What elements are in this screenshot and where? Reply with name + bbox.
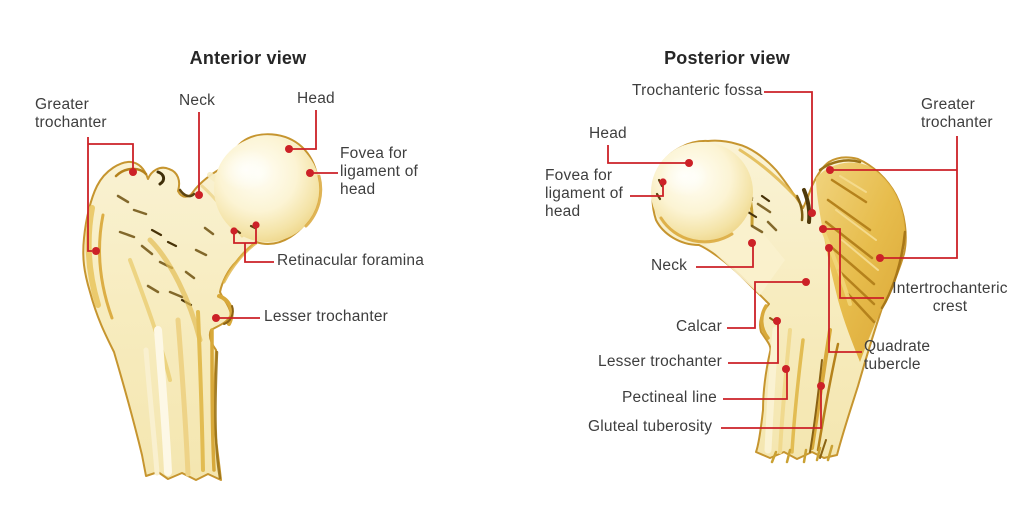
leader-trochanteric-fossa <box>764 91 816 217</box>
anterior-head-rim-shading <box>304 174 323 228</box>
leader-anterior-head <box>285 110 317 153</box>
leader-anterior-lesser-trochanter <box>212 314 260 322</box>
anterior-femoral-head <box>214 136 320 242</box>
leader-anterior-retinacular-foramina <box>230 221 274 263</box>
leader-anterior-fovea <box>306 169 338 177</box>
leader-lines <box>87 91 958 429</box>
label-quadrate-tubercle: Quadrate tubercle <box>864 338 931 373</box>
label-retinacular-foramina: Retinacular foramina <box>277 252 425 269</box>
label-posterior-head: Head <box>589 125 627 142</box>
label-anterior-neck: Neck <box>179 92 216 109</box>
anterior-head-highlight <box>219 149 273 191</box>
label-posterior-greater-trochanter: Greater trochanter <box>921 96 993 131</box>
leader-gluteal-tuberosity <box>721 382 825 429</box>
label-anterior-greater-trochanter: Greater trochanter <box>35 96 107 131</box>
label-gluteal-tuberosity: Gluteal tuberosity <box>588 418 713 435</box>
anterior-bone-texture <box>85 167 258 480</box>
leader-pectineal-line <box>723 365 790 400</box>
label-anterior-head: Head <box>297 90 335 107</box>
leader-posterior-greater-trochanter <box>826 136 958 262</box>
leader-posterior-neck <box>696 239 756 268</box>
label-intertrochanteric-crest: Intertrochanteric crest <box>892 280 1008 315</box>
leader-calcar <box>727 278 810 329</box>
anterior-femur-illustration <box>82 133 323 481</box>
posterior-head-highlight <box>660 156 708 196</box>
leader-posterior-fovea <box>630 178 667 197</box>
leader-intertrochanteric-crest <box>819 225 884 299</box>
leader-quadrate-tubercle <box>825 244 862 353</box>
leader-anterior-neck <box>195 112 203 199</box>
label-anterior-fovea: Fovea for ligament of head <box>340 145 419 198</box>
label-trochanteric-fossa: Trochanteric fossa <box>632 82 763 99</box>
label-posterior-lesser-trochanter: Lesser trochanter <box>598 353 723 370</box>
label-calcar: Calcar <box>676 318 722 335</box>
leader-posterior-lesser-trochanter <box>728 317 781 364</box>
label-posterior-neck: Neck <box>651 257 688 274</box>
posterior-head-rim-shading <box>659 216 734 244</box>
anterior-view-title: Anterior view <box>189 48 307 68</box>
label-pectineal-line: Pectineal line <box>622 389 717 406</box>
posterior-femur-illustration <box>651 139 907 464</box>
label-anterior-lesser-trochanter: Lesser trochanter <box>264 308 389 325</box>
leader-anterior-greater-trochanter <box>87 137 137 255</box>
posterior-view-title: Posterior view <box>664 48 790 68</box>
label-posterior-fovea: Fovea for ligament of head <box>545 167 624 220</box>
leader-posterior-head <box>607 145 693 167</box>
